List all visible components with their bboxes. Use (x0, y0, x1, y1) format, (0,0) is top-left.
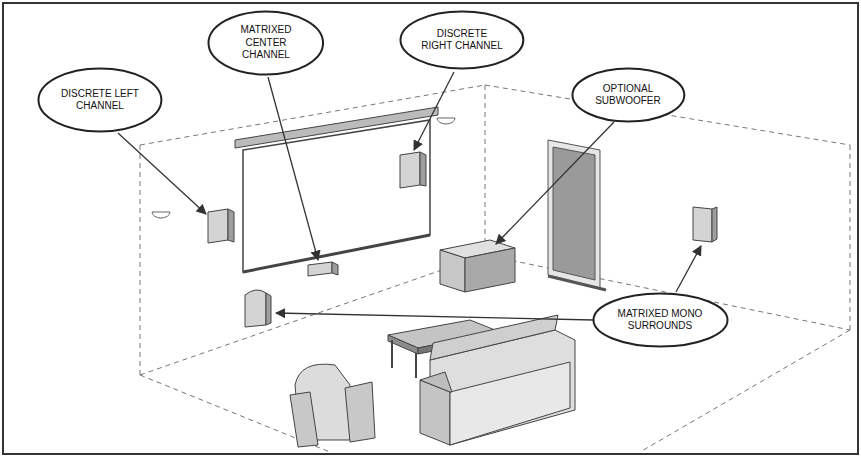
projection-screen (243, 120, 430, 272)
armchair (345, 382, 375, 442)
callout-oval: OPTIONAL SUBWOOFER (571, 67, 686, 123)
wall-sconce (437, 118, 455, 124)
leader-line (414, 72, 454, 150)
speaker (693, 207, 712, 242)
room-outline (140, 85, 850, 452)
leader-line (118, 133, 206, 214)
room-outline (140, 145, 141, 375)
frame (3, 3, 858, 454)
oval-outline (593, 294, 727, 347)
room-outline (485, 85, 486, 255)
leader-line (268, 77, 318, 260)
speaker (228, 209, 234, 242)
room-outline (640, 330, 850, 452)
coffee-table (391, 340, 393, 368)
wall-sconce (152, 212, 170, 218)
sofa (430, 315, 558, 360)
subwoofer (440, 240, 515, 292)
oval-outline (39, 69, 162, 132)
speaker (266, 293, 271, 325)
callout-oval: MATRIXED CENTER CHANNEL (207, 10, 325, 76)
armchair (290, 392, 318, 447)
window (553, 147, 595, 280)
speaker (712, 207, 717, 242)
room-outline (850, 145, 851, 330)
callout-label: MATRIXED CENTER CHANNEL (228, 24, 304, 62)
callout-label: MATRIXED MONO SURROUNDS (615, 308, 705, 333)
leader-line (276, 313, 594, 320)
speaker (208, 209, 228, 243)
oval-outline (209, 12, 324, 75)
coffee-table (415, 353, 417, 378)
callout-oval: DISCRETE RIGHT CHANNEL (399, 10, 525, 70)
window (548, 276, 606, 290)
window (548, 140, 606, 290)
speaker (308, 262, 332, 276)
callout-label: DISCRETE RIGHT CHANNEL (421, 28, 503, 53)
sofa (450, 362, 570, 445)
armchair (290, 364, 375, 447)
speaker (400, 152, 420, 188)
callout-oval: MATRIXED MONO SURROUNDS (592, 292, 729, 348)
leader-line (676, 246, 701, 292)
leader-line (496, 122, 614, 244)
oval-outline (572, 69, 684, 122)
window (548, 140, 600, 288)
callout-oval: DISCRETE LEFT CHANNEL (37, 67, 163, 133)
subwoofer (440, 250, 465, 292)
oval-outline (401, 12, 524, 69)
subwoofer (465, 248, 515, 292)
speaker (420, 152, 426, 186)
sofa (420, 372, 452, 392)
callout-label: OPTIONAL SUBWOOFER (591, 83, 665, 108)
callout-label: DISCRETE LEFT CHANNEL (59, 88, 141, 113)
sofa (420, 315, 575, 445)
speaker (332, 262, 338, 275)
speaker (245, 290, 266, 327)
projection-screen (235, 107, 438, 272)
